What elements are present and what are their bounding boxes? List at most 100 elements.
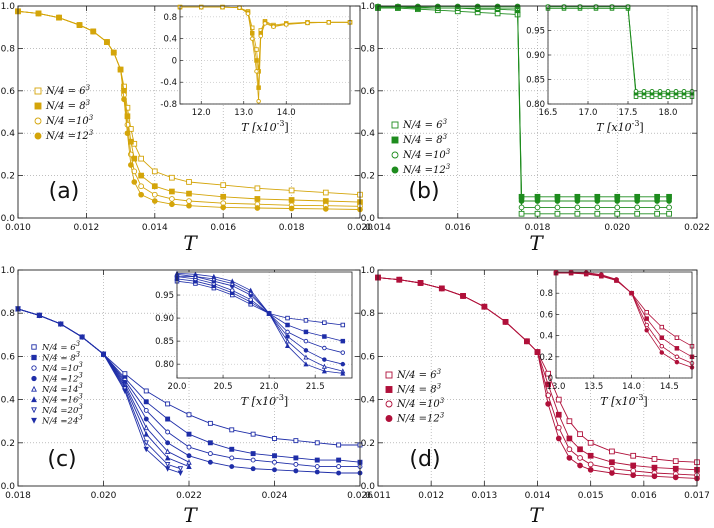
inset-y-tick-label: 0.95 — [155, 291, 174, 301]
inset-series-line-2 — [176, 278, 343, 342]
x-tick-label: 0.014 — [365, 223, 391, 233]
inset-data-point — [284, 22, 289, 27]
data-point — [220, 182, 227, 188]
x-axis-label: T — [529, 503, 544, 527]
data-point — [164, 461, 171, 468]
inset-data-point — [659, 343, 665, 349]
x-tick-label: 0.017 — [684, 491, 710, 501]
data-point — [336, 457, 342, 463]
y-tick-label: 0.0 — [1, 214, 16, 224]
inset-data-point — [593, 4, 599, 9]
x-tick-label: 0.016 — [445, 223, 471, 233]
y-tick-label: 0.0 — [1, 482, 16, 492]
inset-y-tick-label: -0.8 — [160, 100, 177, 110]
x-tick-label: 0.022 — [176, 491, 202, 501]
data-point — [634, 198, 641, 204]
inset-data-point — [248, 289, 254, 295]
inset-x-axis-label: T [x10-3] — [241, 393, 288, 408]
inset-data-point — [322, 345, 327, 351]
data-point — [151, 183, 158, 190]
inset-series-line-5 — [176, 273, 343, 372]
inset-data-point — [633, 89, 639, 94]
x-tick-label: 0.013 — [471, 491, 497, 501]
inset-y-tick-label: 0.80 — [526, 100, 545, 110]
x-tick-label: 0.016 — [210, 223, 236, 233]
y-tick-label: 0.2 — [1, 172, 15, 182]
y-tick-label: 0.8 — [1, 44, 16, 54]
x-tick-label: 0.015 — [578, 491, 604, 501]
y-tick-label: 1.0 — [361, 2, 376, 12]
data-point — [250, 451, 256, 457]
inset-x-tick-label: 13.0 — [547, 382, 566, 392]
legend-entry: N/4 =123 — [396, 412, 445, 425]
data-point — [143, 424, 149, 431]
data-point — [534, 204, 541, 211]
data-point — [104, 39, 110, 45]
x-tick-label: 0.026 — [347, 491, 373, 501]
inset-data-point — [271, 24, 276, 29]
data-point — [545, 401, 551, 407]
inset-x-tick-label: 13.0 — [234, 108, 253, 118]
data-point — [165, 429, 171, 435]
x-tick-label: 0.016 — [631, 491, 657, 501]
data-point — [76, 22, 83, 28]
legend-marker — [391, 136, 399, 144]
data-point — [207, 440, 213, 446]
x-tick-label: 0.024 — [262, 491, 288, 501]
inset-y-tick-label: 0.95 — [526, 27, 545, 37]
inset-data-point — [284, 338, 291, 344]
inset-data-point — [641, 89, 647, 94]
inset-x-axis-label: T [x10-3] — [596, 119, 643, 134]
data-point — [138, 191, 144, 198]
inset-y-tick-label: 0.80 — [155, 360, 174, 370]
x-tick-label: 0.018 — [279, 223, 305, 233]
data-point — [151, 198, 158, 204]
inset-data-point — [659, 350, 665, 355]
inset-y-tick-label: 0 — [548, 374, 553, 384]
data-point — [169, 188, 175, 195]
data-point — [314, 469, 320, 475]
data-point — [177, 470, 184, 477]
inset-data-point — [649, 89, 655, 94]
data-point — [124, 113, 131, 120]
data-point — [666, 210, 672, 217]
plot-frame — [17, 269, 361, 487]
data-point — [314, 464, 320, 470]
legend-marker — [391, 121, 399, 129]
data-point — [336, 464, 342, 470]
data-point — [614, 204, 621, 211]
legend-marker — [31, 344, 37, 350]
legend-entry: N/4 =103 — [45, 114, 94, 127]
data-point — [666, 204, 672, 211]
inset-data-point — [303, 329, 309, 335]
data-point — [131, 179, 138, 185]
inset-data-point — [192, 271, 198, 277]
data-point — [566, 418, 573, 425]
inset-data-point — [248, 297, 253, 302]
x-tick-label: 0.014 — [142, 223, 168, 233]
data-point — [207, 451, 213, 457]
inset-data-point — [644, 310, 649, 315]
inset-data-point — [674, 354, 680, 360]
data-point — [574, 204, 581, 211]
inset-data-point — [561, 4, 567, 9]
data-point — [322, 189, 329, 196]
inset-data-point — [254, 69, 259, 74]
x-tick-label: 0.011 — [365, 491, 391, 501]
data-point — [250, 431, 256, 437]
inset-data-point — [322, 334, 327, 339]
data-point — [502, 318, 509, 325]
data-point — [165, 440, 171, 446]
y-tick-label: 0.2 — [361, 172, 375, 182]
data-point — [322, 198, 329, 204]
data-point — [566, 435, 573, 442]
legend-marker — [31, 354, 37, 361]
inset-x-axis-label: T [x10-3] — [600, 393, 647, 408]
inset-data-point — [665, 89, 671, 94]
y-tick-label: 1.0 — [1, 266, 16, 276]
legend-entry: N/4 =243 — [41, 414, 83, 427]
inset-data-point — [629, 290, 634, 296]
data-point — [555, 435, 562, 442]
inset-data-point — [211, 273, 217, 279]
plot-frame — [377, 5, 698, 219]
